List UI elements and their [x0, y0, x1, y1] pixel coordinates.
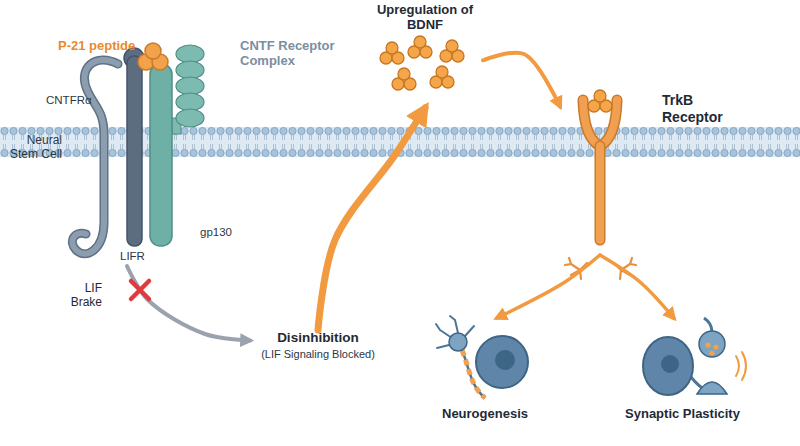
vesicle [713, 344, 718, 349]
trkb-outline [583, 100, 617, 146]
bdnf-molecules [380, 36, 464, 90]
new-neuron-body [449, 333, 467, 351]
trkb-arms [583, 100, 617, 146]
cell-membrane [0, 127, 800, 157]
gp130-domain [176, 93, 204, 111]
vesicle [705, 342, 710, 347]
process-step: Disinhibition (LIF Signaling Blocked) [250, 330, 386, 372]
node-label: CNTF Receptor Complex [240, 38, 352, 69]
postsynaptic-terminal [697, 382, 727, 394]
part-label: gp130 [200, 226, 244, 240]
bdnf-bead [398, 68, 410, 80]
node-label: Neurogenesis [425, 406, 545, 421]
outcome: Neurogenesis [425, 318, 545, 428]
block-cross [131, 281, 149, 299]
vesicle [709, 350, 714, 355]
arrow-connector [497, 255, 600, 318]
signal-branch-icon [614, 258, 636, 279]
peptide-bead [145, 43, 161, 59]
part-label: CNTFRα [46, 94, 96, 108]
gp130-domain [176, 45, 204, 63]
stem-cell-body [476, 336, 528, 388]
node-label: Disinhibition [250, 330, 386, 346]
presynaptic-axon [704, 318, 712, 332]
node-label: (LIF Signaling Blocked) [250, 348, 386, 361]
part-label: LIFR [120, 250, 160, 264]
trkb-outline [595, 146, 606, 240]
presynaptic-terminal [699, 331, 725, 357]
cntfr-alpha-outline [72, 60, 118, 254]
signal-waves [736, 352, 746, 380]
lifr-chain [127, 56, 142, 246]
arrow-connector [318, 108, 425, 330]
cell-nucleus [661, 355, 679, 373]
outcome: Synaptic Plasticity [620, 318, 745, 428]
bdnf-bead [436, 66, 448, 78]
neuron-body [643, 337, 693, 395]
edge-label: LIF Brake [56, 281, 102, 309]
receptor: TrkB Receptor [560, 90, 730, 255]
bdnf-bead [446, 40, 458, 52]
cntfr-alpha-chain [72, 60, 118, 254]
bdnf-bead [414, 36, 426, 48]
node-label: Upregulation of BDNF [367, 2, 483, 33]
arrow-connector [483, 53, 560, 107]
receptor-complex: CNTF Receptor Complex [60, 36, 330, 266]
arrow-connector [600, 255, 674, 318]
arrow-connector [127, 266, 250, 341]
gp130-domain [176, 109, 204, 127]
node-label: TrkB Receptor [662, 92, 732, 125]
bound-bdnf [588, 90, 612, 112]
bdnf-bead [594, 90, 606, 102]
cell-nucleus [495, 350, 515, 370]
node-label: Synaptic Plasticity [620, 406, 745, 421]
bdnf-bead [386, 42, 398, 54]
cell-label: Neural Stem Cell [2, 133, 62, 161]
gp130-chain [150, 64, 172, 246]
gp130-domain [176, 77, 204, 95]
trkb-stem [596, 146, 604, 240]
peptide-label: P-21 peptide [58, 38, 150, 53]
molecule-cluster: Upregulation of BDNF [367, 2, 483, 108]
signal-branch-icon [565, 258, 587, 279]
gp130-domain [176, 61, 204, 79]
